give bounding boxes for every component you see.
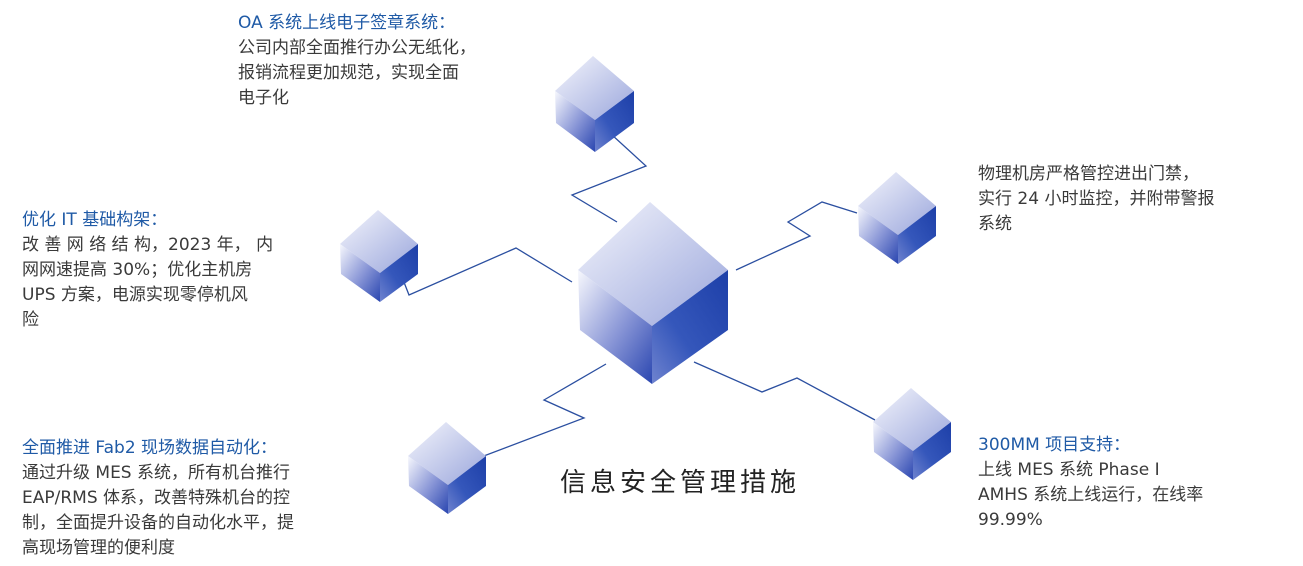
block-room-line-3: 系统 bbox=[978, 214, 1012, 234]
block-it-title: 优化 IT 基础构架： bbox=[22, 210, 168, 230]
center-label: 信息安全管理措施 bbox=[560, 468, 801, 498]
block-oa-title: OA 系统上线电子签章系统： bbox=[238, 13, 456, 33]
block-it-line-3: UPS 方案，电源实现零停机风 bbox=[22, 285, 248, 305]
block-300mm: 300MM 项目支持： 上线 MES 系统 Phase I AMHS 系统上线运… bbox=[978, 433, 1288, 533]
cube-oa bbox=[555, 56, 634, 152]
block-fab2-title: 全面推进 Fab2 现场数据自动化： bbox=[22, 438, 278, 458]
block-oa-line-1: 公司内部全面推行办公无纸化， bbox=[238, 38, 476, 58]
block-it-line-4: 险 bbox=[22, 310, 39, 330]
connector-fab2 bbox=[459, 363, 607, 466]
block-room: 物理机房严格管控进出门禁， 实行 24 小时监控，并附带警报 系统 bbox=[978, 162, 1288, 237]
block-it-line-2: 网网速提高 30%；优化主机房 bbox=[22, 260, 253, 280]
block-room-line-2: 实行 24 小时监控，并附带警报 bbox=[978, 189, 1215, 209]
block-room-line-1: 物理机房严格管控进出门禁， bbox=[978, 164, 1199, 184]
block-it: 优化 IT 基础构架： 改 善 网 络 结 构，2023 年， 内 网网速提高 … bbox=[22, 208, 322, 333]
block-oa-line-3: 电子化 bbox=[238, 88, 289, 108]
connector-300mm bbox=[693, 361, 876, 421]
block-fab2-line-1: 通过升级 MES 系统，所有机台推行 bbox=[22, 463, 291, 483]
cube-it bbox=[340, 210, 418, 302]
block-300mm-title: 300MM 项目支持： bbox=[978, 435, 1131, 455]
block-fab2-line-2: EAP/RMS 体系，改善特殊机台的控 bbox=[22, 488, 291, 508]
block-fab2-line-3: 制，全面提升设备的自动化水平，提 bbox=[22, 513, 294, 533]
connector-oa bbox=[570, 123, 648, 223]
center-cube bbox=[578, 202, 728, 384]
connector-room bbox=[735, 201, 858, 271]
block-fab2-line-4: 高现场管理的便利度 bbox=[22, 538, 175, 558]
block-300mm-line-3: 99.99% bbox=[978, 510, 1043, 530]
block-oa: OA 系统上线电子签章系统： 公司内部全面推行办公无纸化， 报销流程更加规范，实… bbox=[238, 11, 548, 111]
connector-it bbox=[399, 247, 573, 296]
block-300mm-line-1: 上线 MES 系统 Phase I bbox=[978, 460, 1160, 480]
cube-fab2 bbox=[408, 422, 486, 514]
block-300mm-line-2: AMHS 系统上线运行，在线率 bbox=[978, 485, 1204, 505]
block-oa-line-2: 报销流程更加规范，实现全面 bbox=[238, 63, 459, 83]
cube-300mm bbox=[873, 388, 951, 480]
cube-room bbox=[858, 172, 936, 264]
block-fab2: 全面推进 Fab2 现场数据自动化： 通过升级 MES 系统，所有机台推行 EA… bbox=[22, 436, 382, 561]
block-it-line-1: 改 善 网 络 结 构，2023 年， 内 bbox=[22, 235, 274, 255]
